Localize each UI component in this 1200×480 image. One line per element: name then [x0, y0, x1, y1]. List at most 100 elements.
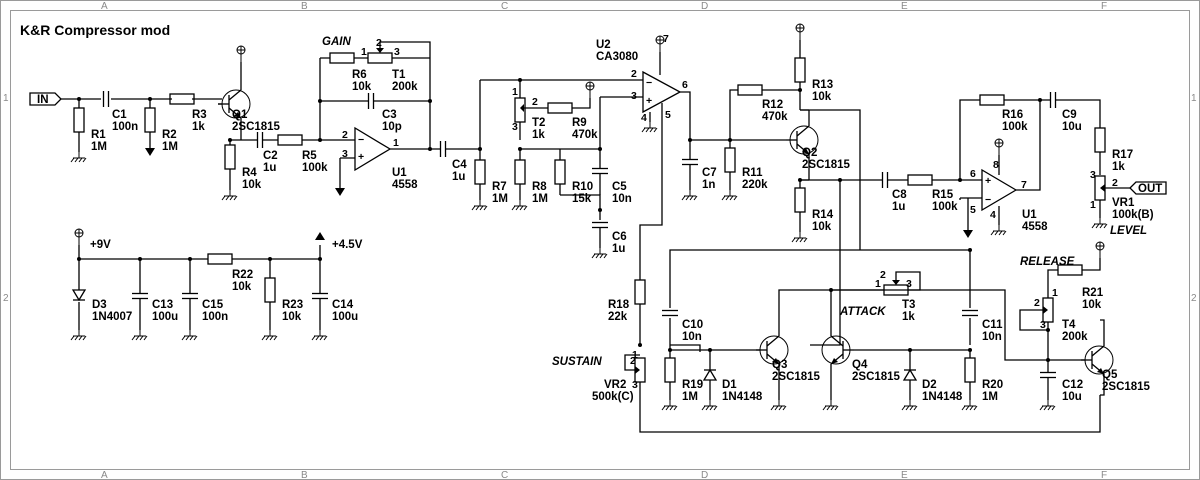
grid-row-label: 2 [1191, 293, 1197, 304]
c1-value: 100n [112, 121, 138, 133]
grid-col-label: B [301, 470, 308, 480]
r12-resistor [737, 84, 763, 96]
r1-ref: R1 [91, 129, 106, 141]
u2-ref: U2 [596, 39, 611, 51]
ground-arrow-icon [335, 188, 345, 196]
svg-text:7: 7 [663, 33, 669, 45]
r7-resistor [474, 159, 486, 185]
r20-value: 1M [982, 391, 998, 403]
r11-ref: R11 [742, 167, 763, 179]
r4-resistor [224, 144, 236, 170]
r7-ref: R7 [492, 181, 507, 193]
c10-ref: C10 [682, 319, 703, 331]
q1-value: 2SC1815 [232, 121, 281, 133]
r23-ref: R23 [282, 299, 303, 311]
r12-ref: R12 [762, 99, 783, 111]
c3-capacitor [367, 92, 375, 110]
r3-ref: R3 [192, 109, 207, 121]
r5-ref: R5 [302, 150, 317, 162]
c3-ref: C3 [382, 109, 397, 121]
d3-value: 1N4007 [92, 311, 132, 323]
t2-value: 1k [532, 129, 545, 141]
r11-resistor [724, 147, 736, 173]
u1b-ref: U1 [1022, 209, 1037, 221]
r2-resistor [144, 107, 156, 133]
r22-ref: R22 [232, 269, 253, 281]
q5-value: 2SC1815 [1102, 381, 1151, 393]
r21-value: 10k [1082, 299, 1102, 311]
svg-text:1: 1 [875, 278, 881, 290]
r15-resistor [907, 174, 933, 186]
r14-value: 10k [812, 221, 832, 233]
r5-resistor [277, 134, 303, 146]
grid-col-label: F [1101, 1, 1107, 12]
vr2-value: 500k(C) [592, 391, 634, 403]
grid-col-label: E [901, 1, 908, 12]
svg-text:5: 5 [665, 109, 671, 121]
svg-text:6: 6 [682, 79, 688, 91]
grid-row-label: 1 [1191, 93, 1197, 104]
r3-resistor [169, 93, 195, 105]
u1a-value: 4558 [392, 179, 418, 191]
u2-value: CA3080 [596, 51, 638, 63]
input-port: IN [29, 92, 62, 106]
c1-ref: C1 [112, 109, 127, 121]
r6-ref: R6 [352, 69, 367, 81]
r14-ref: R14 [812, 209, 834, 221]
d1-diode [702, 368, 718, 381]
grid-col-label: C [501, 470, 508, 480]
c12-value: 10u [1062, 391, 1082, 403]
u1b-opamp: + − [981, 168, 1018, 212]
c11-ref: C11 [982, 319, 1003, 331]
svg-text:3: 3 [512, 121, 518, 133]
r16-ref: R16 [1002, 109, 1023, 121]
r19-resistor [664, 357, 676, 383]
r17-ref: R17 [1112, 149, 1133, 161]
q3-ref: Q3 [772, 359, 787, 371]
r21-ref: R21 [1082, 287, 1104, 299]
r23-resistor [264, 277, 276, 303]
r2-value: 1M [162, 141, 178, 153]
output-port: OUT [1129, 181, 1167, 195]
c5-capacitor [591, 167, 609, 175]
q2-value: 2SC1815 [802, 159, 851, 171]
c5-ref: C5 [612, 181, 627, 193]
r18-ref: R18 [608, 299, 630, 311]
r8-ref: R8 [532, 181, 547, 193]
r1-value: 1M [91, 141, 107, 153]
svg-text:3: 3 [632, 379, 638, 391]
d3-ref: D3 [92, 299, 107, 311]
c2-ref: C2 [263, 150, 278, 162]
attack-label: ATTACK [839, 306, 886, 318]
r22-resistor [207, 253, 233, 265]
grid-col-label: D [701, 1, 708, 12]
c3-value: 10p [382, 121, 402, 133]
svg-text:+: + [985, 175, 991, 187]
svg-text:1: 1 [393, 137, 399, 149]
ground-arrow-icon [145, 148, 155, 156]
r13-ref: R13 [812, 79, 833, 91]
q3-value: 2SC1815 [772, 371, 821, 383]
gain-label: GAIN [322, 36, 351, 48]
q1-ref: Q1 [232, 109, 248, 121]
c14-value: 100u [332, 311, 358, 323]
vr1-value: 100k(B) [1112, 209, 1154, 221]
grid-row-label: 1 [3, 93, 9, 104]
c9-value: 10u [1062, 121, 1082, 133]
t4-value: 200k [1062, 331, 1088, 343]
r6-value: 10k [352, 81, 372, 93]
r17-value: 1k [1112, 161, 1125, 173]
r3-value: 1k [192, 121, 205, 133]
r10-ref: R10 [572, 181, 593, 193]
svg-text:3: 3 [394, 46, 400, 58]
r13-value: 10k [812, 91, 832, 103]
svg-text:8: 8 [993, 159, 999, 171]
t1-value: 200k [392, 81, 418, 93]
d1-value: 1N4148 [722, 391, 763, 403]
grid-col-label: C [501, 1, 508, 12]
d1-ref: D1 [722, 379, 737, 391]
supply-45v-label: +4.5V [332, 239, 363, 251]
c6-capacitor [591, 221, 609, 229]
svg-text:+: + [358, 151, 364, 163]
c8-ref: C8 [892, 189, 907, 201]
